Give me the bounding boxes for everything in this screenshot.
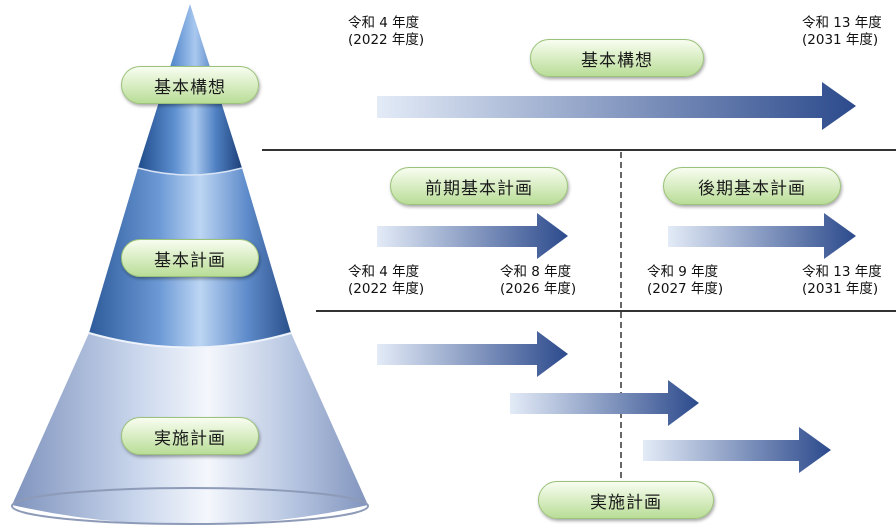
second-plan-start-era: 令和 9 年度	[647, 264, 719, 280]
basic-concept-end-era: 令和 13 年度	[802, 15, 882, 31]
first-basic-plan-arrow	[377, 213, 568, 259]
implementation-arrow-1	[377, 331, 568, 377]
second-plan-end-date: 令和 13 年度 (2031 年度)	[802, 264, 882, 298]
first-plan-start-era: 令和 4 年度	[348, 264, 420, 280]
basic-concept-start-era: 令和 4 年度	[348, 15, 420, 31]
second-plan-end-year: (2031 年度)	[802, 281, 879, 297]
cone-label-basic-concept: 基本構想	[121, 66, 259, 104]
cone-label-implementation: 実施計画	[121, 417, 259, 455]
first-plan-start-date: 令和 4 年度 (2022 年度)	[348, 264, 424, 298]
first-plan-end-era: 令和 8 年度	[500, 264, 572, 280]
implementation-arrow-2	[510, 380, 699, 426]
first-plan-start-year: (2022 年度)	[348, 281, 425, 297]
basic-concept-title: 基本構想	[530, 39, 704, 77]
second-plan-start-year: (2027 年度)	[647, 281, 724, 297]
basic-concept-start-year: (2022 年度)	[348, 32, 425, 48]
first-basic-plan-title: 前期基本計画	[390, 167, 568, 205]
first-plan-end-date: 令和 8 年度 (2026 年度)	[500, 264, 576, 298]
implementation-title: 実施計画	[538, 481, 714, 519]
cone-label-basic-plan: 基本計画	[121, 239, 259, 277]
basic-concept-end-year: (2031 年度)	[802, 32, 879, 48]
implementation-arrow-3	[643, 427, 831, 473]
basic-concept-end-date: 令和 13 年度 (2031 年度)	[802, 15, 882, 49]
second-plan-end-era: 令和 13 年度	[802, 264, 882, 280]
second-plan-start-date: 令和 9 年度 (2027 年度)	[647, 264, 723, 298]
second-basic-plan-arrow	[668, 213, 856, 259]
basic-concept-arrow	[377, 82, 856, 130]
first-plan-end-year: (2026 年度)	[500, 281, 577, 297]
basic-concept-start-date: 令和 4 年度 (2022 年度)	[348, 15, 424, 49]
second-basic-plan-title: 後期基本計画	[663, 167, 841, 205]
cone-base-rim	[11, 487, 369, 525]
